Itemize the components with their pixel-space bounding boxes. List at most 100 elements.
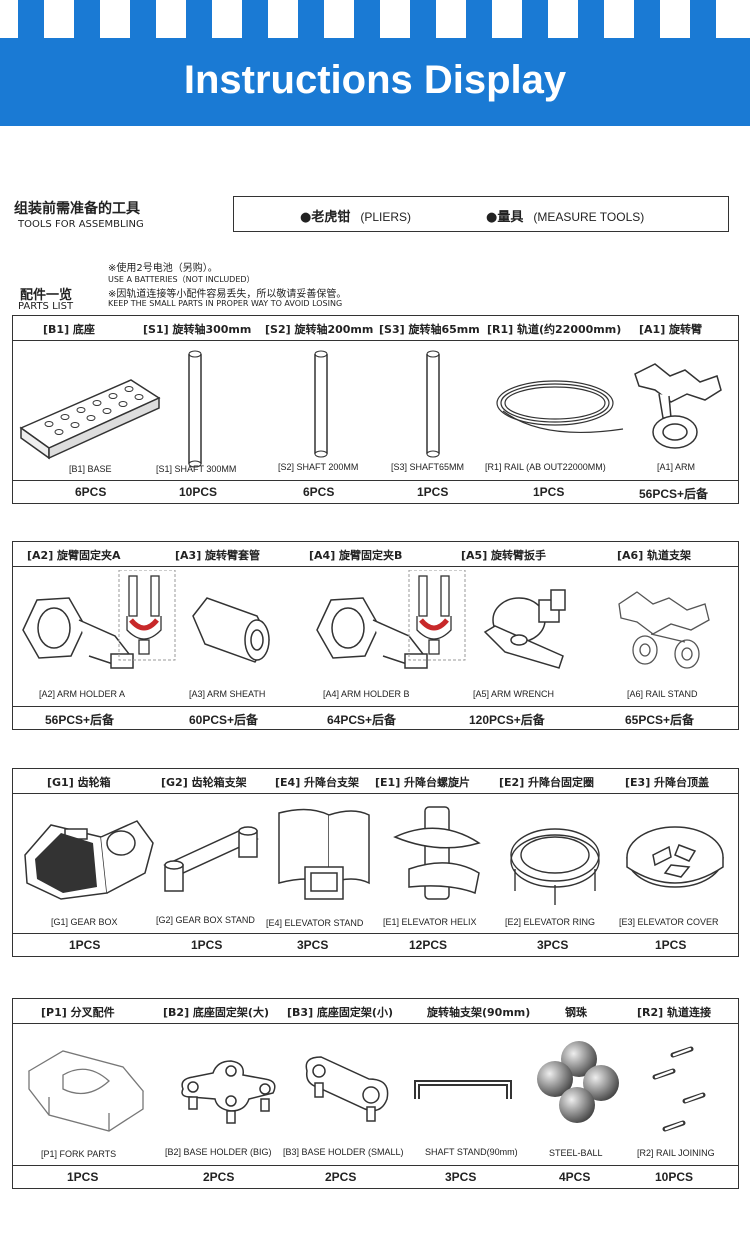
- tool-pliers-en: (PLIERS): [360, 210, 412, 224]
- note-small-parts-en: KEEP THE SMALL PARTS IN PROPER WAY TO AV…: [108, 299, 343, 308]
- part-quantity: 6PCS: [303, 485, 335, 499]
- shaft-300-image: [188, 350, 202, 468]
- part-quantity: 10PCS: [179, 485, 218, 499]
- quantity-row: 6PCS 10PCS 6PCS 1PCS 1PCS 56PCS+后备: [13, 480, 738, 503]
- part-quantity: 60PCS+后备: [189, 713, 259, 727]
- elevator-stand-image: [278, 808, 370, 900]
- part-quantity: 3PCS: [445, 1170, 477, 1184]
- part-label: [S3] SHAFT65MM: [391, 462, 465, 472]
- shaft-stand-image: [414, 1080, 512, 1099]
- part-header: [A6] 轨道支架: [617, 549, 692, 562]
- part-header: [S1] 旋转轴300mm: [143, 323, 252, 336]
- quantity-row: 1PCS 1PCS 3PCS 12PCS 3PCS 1PCS: [13, 933, 738, 956]
- tool-measure: ●量具(MEASURE TOOLS): [486, 206, 644, 225]
- part-quantity: 1PCS: [191, 938, 223, 952]
- part-header: [R1] 轨道(约22000mm): [487, 323, 622, 336]
- quantity-row: 1PCS 2PCS 2PCS 3PCS 4PCS 10PCS: [13, 1165, 738, 1188]
- banner-crenel: [18, 0, 44, 40]
- part-quantity: 4PCS: [559, 1170, 591, 1184]
- shaft-65-image: [426, 350, 440, 458]
- part-quantity: 1PCS: [67, 1170, 99, 1184]
- part-header: [B2] 底座固定架(大): [163, 1006, 269, 1019]
- base-holder-big-image: [181, 1060, 276, 1124]
- banner-crenel: [410, 0, 436, 40]
- part-quantity: 1PCS: [69, 938, 101, 952]
- part-label: [B1] BASE: [69, 464, 112, 474]
- part-header: [G2] 齿轮箱支架: [161, 776, 247, 789]
- panel-header: [A2] 旋臂固定夹A [A3] 旋转臂套管 [A4] 旋臂固定夹B [A5] …: [13, 542, 738, 567]
- rail-coil-image: [496, 380, 624, 433]
- part-label: [B3] BASE HOLDER (SMALL): [283, 1147, 404, 1157]
- part-label: [G2] GEAR BOX STAND: [156, 915, 255, 925]
- banner-crenel: [466, 0, 492, 40]
- part-quantity: 2PCS: [203, 1170, 235, 1184]
- shaft-200-image: [314, 350, 328, 458]
- part-quantity: 1PCS: [417, 485, 449, 499]
- part-label: [E1] ELEVATOR HELIX: [383, 917, 477, 927]
- tool-pliers: ●老虎钳(PLIERS): [300, 206, 411, 225]
- part-label: [A4] ARM HOLDER B: [323, 689, 410, 699]
- part-header: [A4] 旋臂固定夹B: [309, 549, 403, 562]
- part-label: [R2] RAIL JOINING: [637, 1148, 715, 1158]
- part-label: [A1] ARM: [657, 462, 696, 472]
- base-part-image: [19, 379, 161, 460]
- part-label: [A6] RAIL STAND: [627, 689, 698, 699]
- part-quantity: 56PCS+后备: [639, 487, 709, 501]
- note-small-parts-zh: ※因轨道连接等小配件容易丢失，所以敬请妥善保管。: [108, 289, 347, 300]
- note-battery-zh: ※使用2号电池（另购）。: [108, 263, 218, 274]
- part-header: [B3] 底座固定架(小): [287, 1006, 393, 1019]
- part-header: [B1] 底座: [43, 323, 95, 336]
- banner-crenel: [74, 0, 100, 40]
- parts-panel-1: [B1] 底座 [S1] 旋转轴300mm [S2] 旋转轴200mm [S3]…: [12, 315, 739, 504]
- part-header: [A2] 旋臂固定夹A: [27, 549, 121, 562]
- part-header: 钢珠: [565, 1006, 587, 1019]
- note-battery-en: USE A BATTERIES（NOT INCLUDED）: [108, 275, 255, 284]
- part-quantity: 56PCS+后备: [45, 713, 115, 727]
- tools-title-zh: 组装前需准备的工具: [14, 201, 140, 217]
- part-header: [E1] 升降台螺旋片: [375, 776, 471, 789]
- part-label: [A2] ARM HOLDER A: [39, 689, 126, 699]
- parts-panel-2: [A2] 旋臂固定夹A [A3] 旋转臂套管 [A4] 旋臂固定夹B [A5] …: [12, 541, 739, 730]
- part-quantity: 120PCS+后备: [469, 713, 545, 727]
- part-header: [A1] 旋转臂: [639, 323, 703, 336]
- part-label: [E4] ELEVATOR STAND: [266, 918, 364, 928]
- rail-stand-image: [618, 591, 710, 669]
- arm-image: [634, 363, 722, 449]
- banner-crenel: [242, 0, 268, 40]
- part-header: [G1] 齿轮箱: [47, 776, 111, 789]
- part-label: [E2] ELEVATOR RING: [505, 917, 596, 927]
- part-header: [E4] 升降台支架: [275, 776, 360, 789]
- banner-crenel: [522, 0, 548, 40]
- part-header: 旋转轴支架(90mm): [427, 1006, 531, 1019]
- elevator-ring-image: [510, 828, 600, 905]
- part-header: [E3] 升降台顶盖: [625, 776, 710, 789]
- part-label: [S1] SHAFT 300MM: [156, 464, 237, 474]
- part-quantity: 3PCS: [537, 938, 569, 952]
- part-label: [A5] ARM WRENCH: [473, 689, 555, 699]
- parts-panel-4: [P1] 分叉配件 [B2] 底座固定架(大) [B3] 底座固定架(小) 旋转…: [12, 998, 739, 1189]
- panel-header: [G1] 齿轮箱 [G2] 齿轮箱支架 [E4] 升降台支架 [E1] 升降台螺…: [13, 769, 738, 794]
- part-quantity: 3PCS: [297, 938, 329, 952]
- tool-measure-en: (MEASURE TOOLS): [533, 210, 645, 224]
- banner-crenel: [690, 0, 716, 40]
- part-quantity: 1PCS: [533, 485, 565, 499]
- quantity-row: 56PCS+后备 60PCS+后备 64PCS+后备 120PCS+后备 65P…: [13, 706, 738, 729]
- part-header: [S3] 旋转轴65mm: [379, 323, 480, 336]
- part-quantity: 1PCS: [655, 938, 687, 952]
- part-label: [R1] RAIL (AB OUT22000MM): [485, 462, 606, 472]
- part-label: [G1] GEAR BOX: [51, 917, 118, 927]
- elevator-cover-image: [626, 826, 724, 888]
- elevator-helix-image: [393, 806, 481, 900]
- gear-box-stand-image: [163, 826, 259, 892]
- part-label: [E3] ELEVATOR COVER: [619, 917, 719, 927]
- tools-box: ●老虎钳(PLIERS) ●量具(MEASURE TOOLS): [233, 196, 729, 232]
- part-header: [P1] 分叉配件: [41, 1006, 115, 1019]
- panel-header: [B1] 底座 [S1] 旋转轴300mm [S2] 旋转轴200mm [S3]…: [13, 316, 738, 341]
- part-label: [A3] ARM SHEATH: [189, 689, 266, 699]
- part-quantity: 6PCS: [75, 485, 107, 499]
- rail-joining-image: [652, 1046, 706, 1132]
- part-header: [A3] 旋转臂套管: [175, 549, 261, 562]
- parts-panel-3: [G1] 齿轮箱 [G2] 齿轮箱支架 [E4] 升降台支架 [E1] 升降台螺…: [12, 768, 739, 957]
- arm-sheath-image: [192, 597, 270, 663]
- part-header: [S2] 旋转轴200mm: [265, 323, 374, 336]
